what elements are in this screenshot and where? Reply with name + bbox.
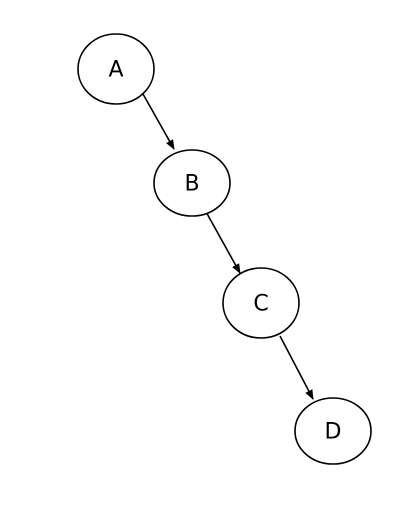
node-b-label: B [184,172,199,197]
node-a-ellipse [77,33,155,105]
node-d-ellipse [294,397,372,465]
edge-c-to-d [279,335,314,400]
node-d: D [294,397,372,465]
edge-b-to-c [204,209,241,274]
node-a: A [77,33,155,105]
edge-a-to-b [142,93,175,150]
node-b-ellipse [153,149,231,217]
node-c: C [222,267,300,339]
node-d-label: D [325,420,342,445]
node-a-label: A [108,58,123,83]
node-b: B [153,149,231,217]
node-c-ellipse [222,267,300,339]
node-c-label: C [253,292,268,317]
edges-group [142,93,314,400]
